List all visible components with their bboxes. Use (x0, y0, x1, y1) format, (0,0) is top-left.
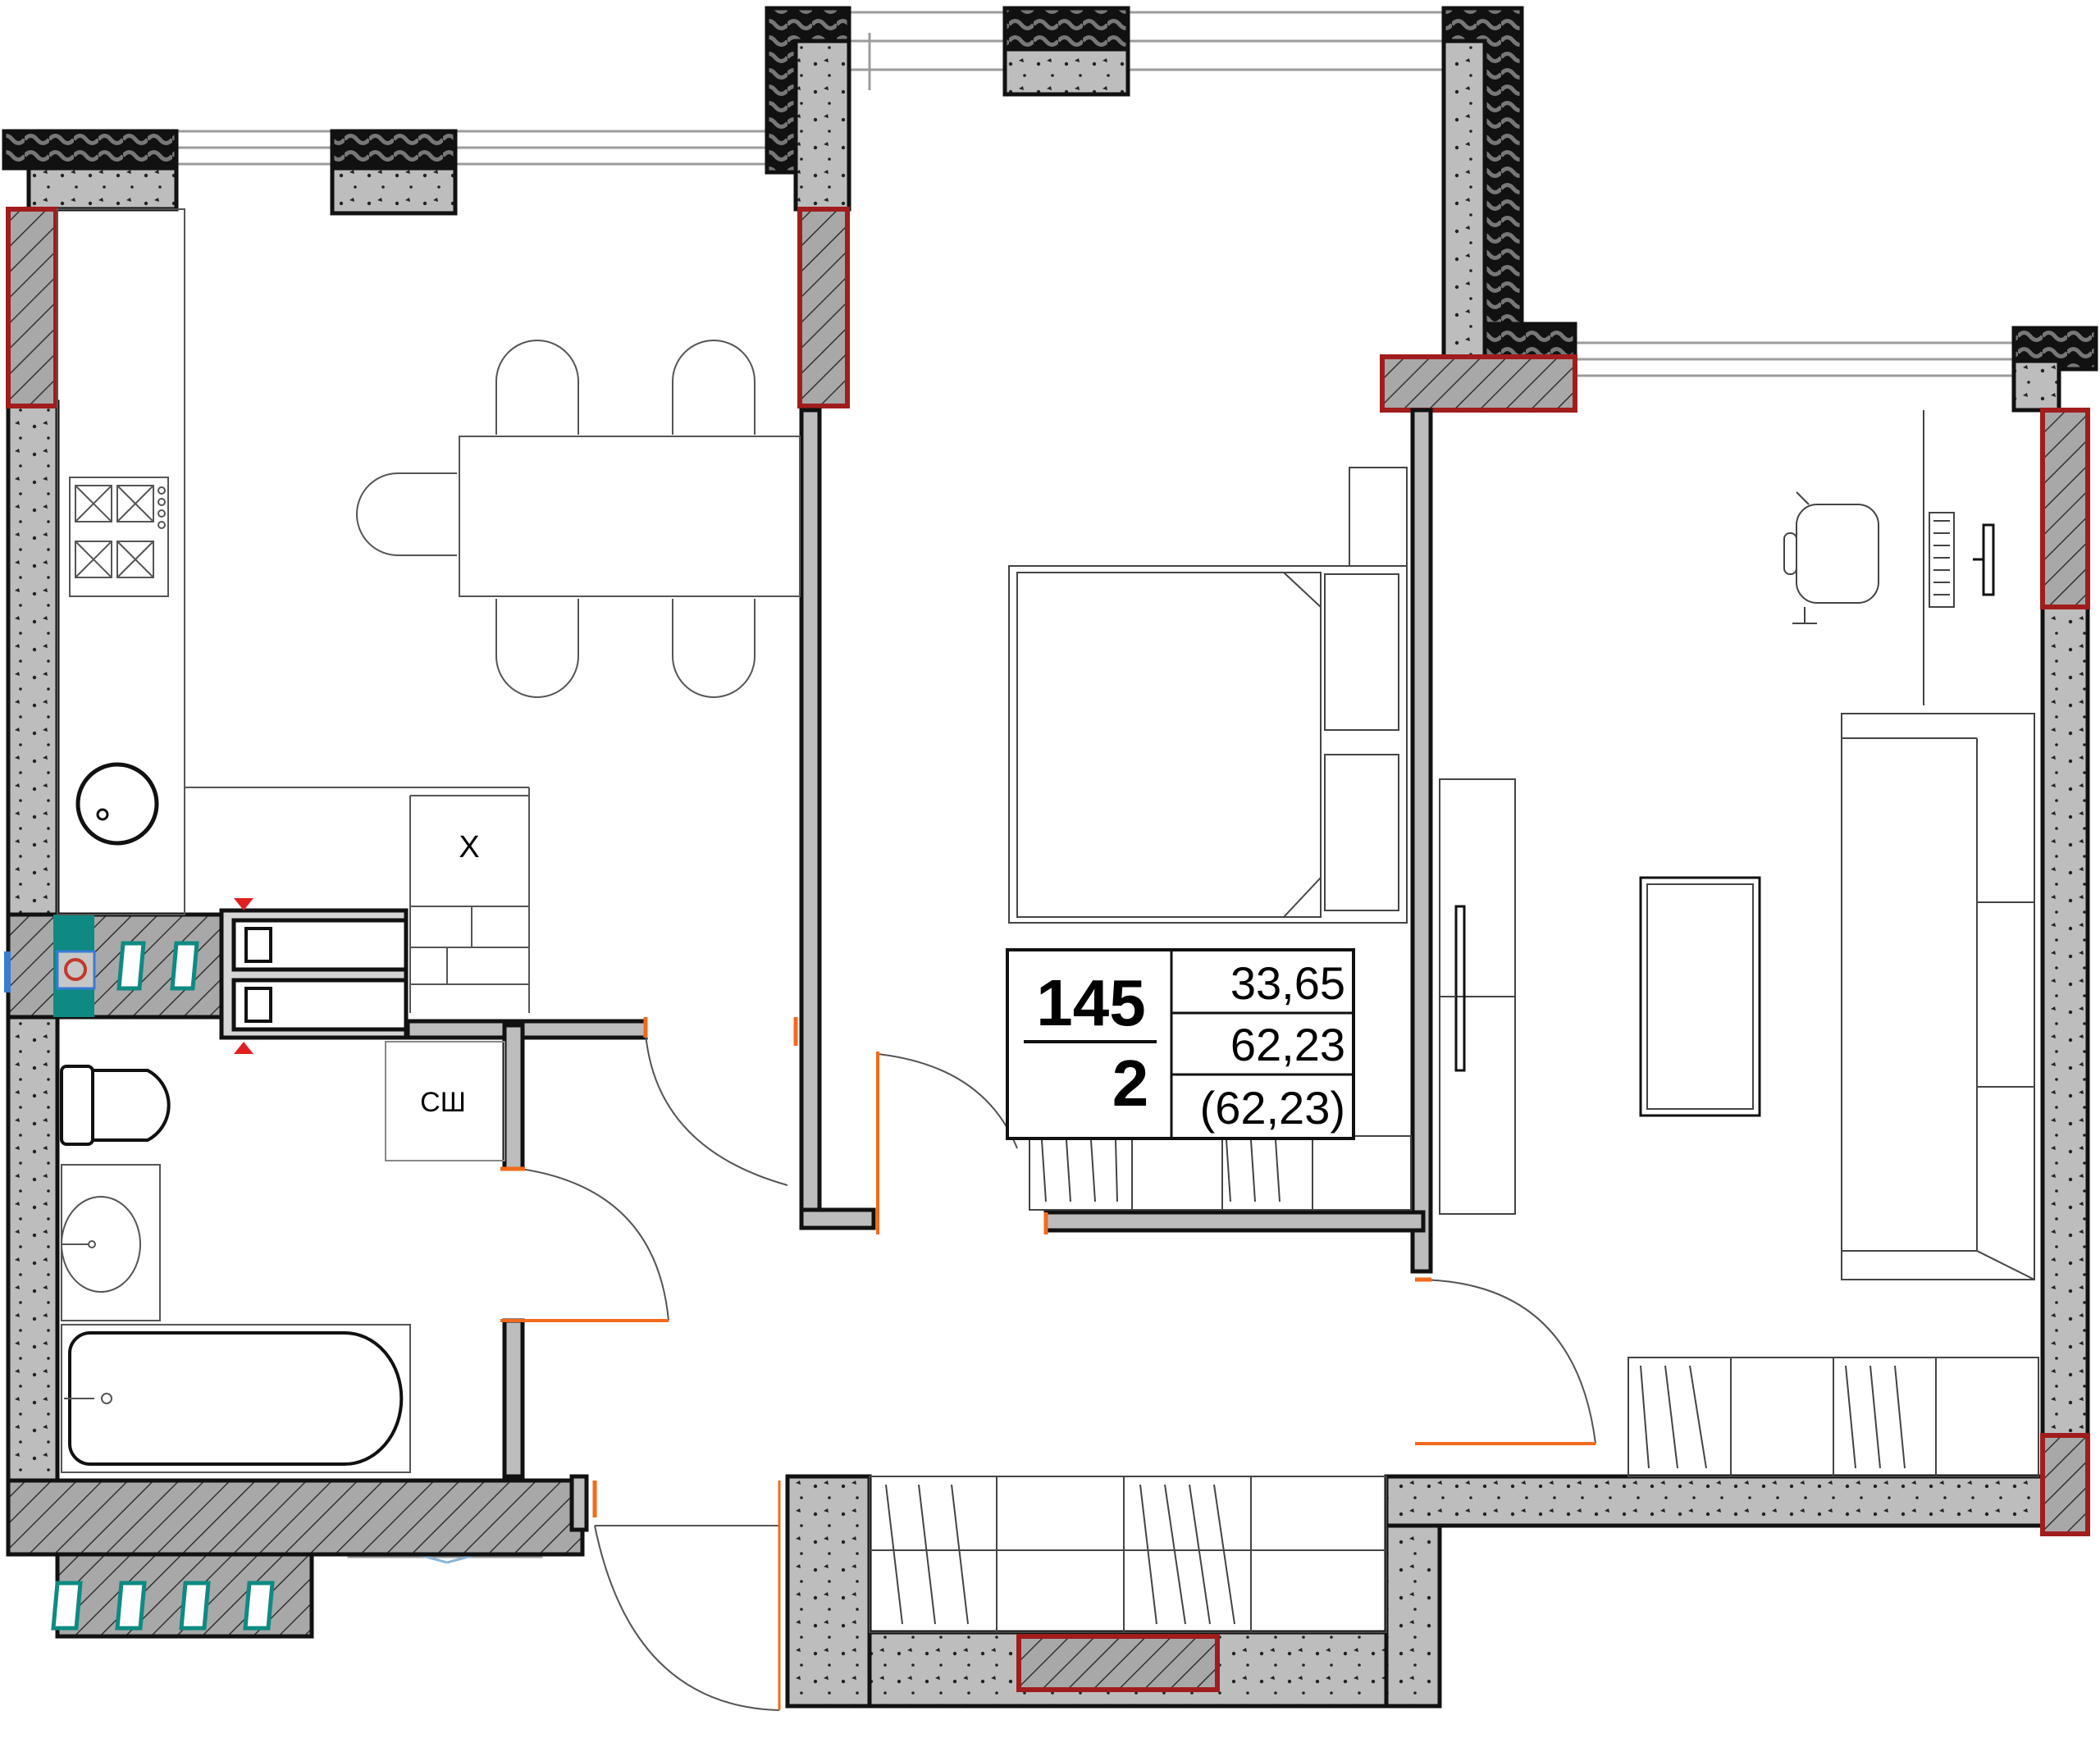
wardrobe-mark: СШ (420, 1087, 466, 1118)
wardrobe-niche (385, 1041, 505, 1161)
exterior-walls (2, 6, 2098, 1709)
door-bathroom (520, 1168, 669, 1321)
double-bed-icon (1008, 467, 1408, 924)
sofa-icon (1841, 713, 2035, 1280)
total-area-with-balcony: (62,23) (1200, 1082, 1345, 1134)
coffee-table (1639, 876, 1761, 1117)
vent-shafts (4, 898, 409, 1631)
stove-icon (69, 477, 169, 597)
dining-table (356, 340, 801, 698)
kitchen-counter (57, 208, 185, 915)
living-furniture (869, 410, 2039, 1633)
tv-icon (1446, 905, 1466, 1072)
washbasin-icon (61, 1164, 161, 1321)
living-wardrobe (1628, 1357, 2039, 1477)
column (797, 207, 850, 408)
column (1016, 1634, 1220, 1692)
bathtub-icon (61, 1324, 411, 1473)
column (6, 207, 58, 408)
living-area: 33,65 (1230, 957, 1345, 1009)
column (2040, 1433, 2090, 1536)
kitchen-furniture: Х (57, 208, 801, 1013)
window-bedroom (847, 11, 1444, 90)
total-area: 62,23 (1230, 1019, 1345, 1070)
door-entrance (594, 1525, 780, 1711)
desk (1783, 410, 1995, 705)
door-kitchen (645, 1021, 788, 1186)
column (1380, 354, 1577, 413)
door-living (1414, 1279, 1596, 1444)
apartment-info-box: 145 2 33,65 62,23 (62,23) (1006, 948, 1355, 1140)
fridge-mark: Х (459, 830, 479, 865)
room-count: 2 (1112, 1047, 1149, 1120)
window-kitchen (176, 49, 785, 166)
bedroom-furniture (1008, 467, 1412, 1211)
structural-columns (6, 207, 2090, 1692)
window-living (1575, 341, 2014, 377)
column (2040, 408, 2090, 609)
apartment-number: 145 (1036, 966, 1145, 1039)
tv-unit (1439, 778, 1516, 1215)
hallway-wardrobe (869, 1476, 1387, 1633)
bedroom-wardrobe (1029, 1135, 1412, 1211)
keyboard-icon (1929, 512, 1955, 608)
interior-walls (405, 408, 1433, 1532)
office-chair-icon (1783, 491, 1879, 624)
toilet-icon (60, 1065, 171, 1146)
door-bedroom (877, 1053, 1018, 1234)
bathroom-fixtures: СШ (60, 1041, 505, 1473)
kitchen-sink-icon (75, 762, 159, 846)
